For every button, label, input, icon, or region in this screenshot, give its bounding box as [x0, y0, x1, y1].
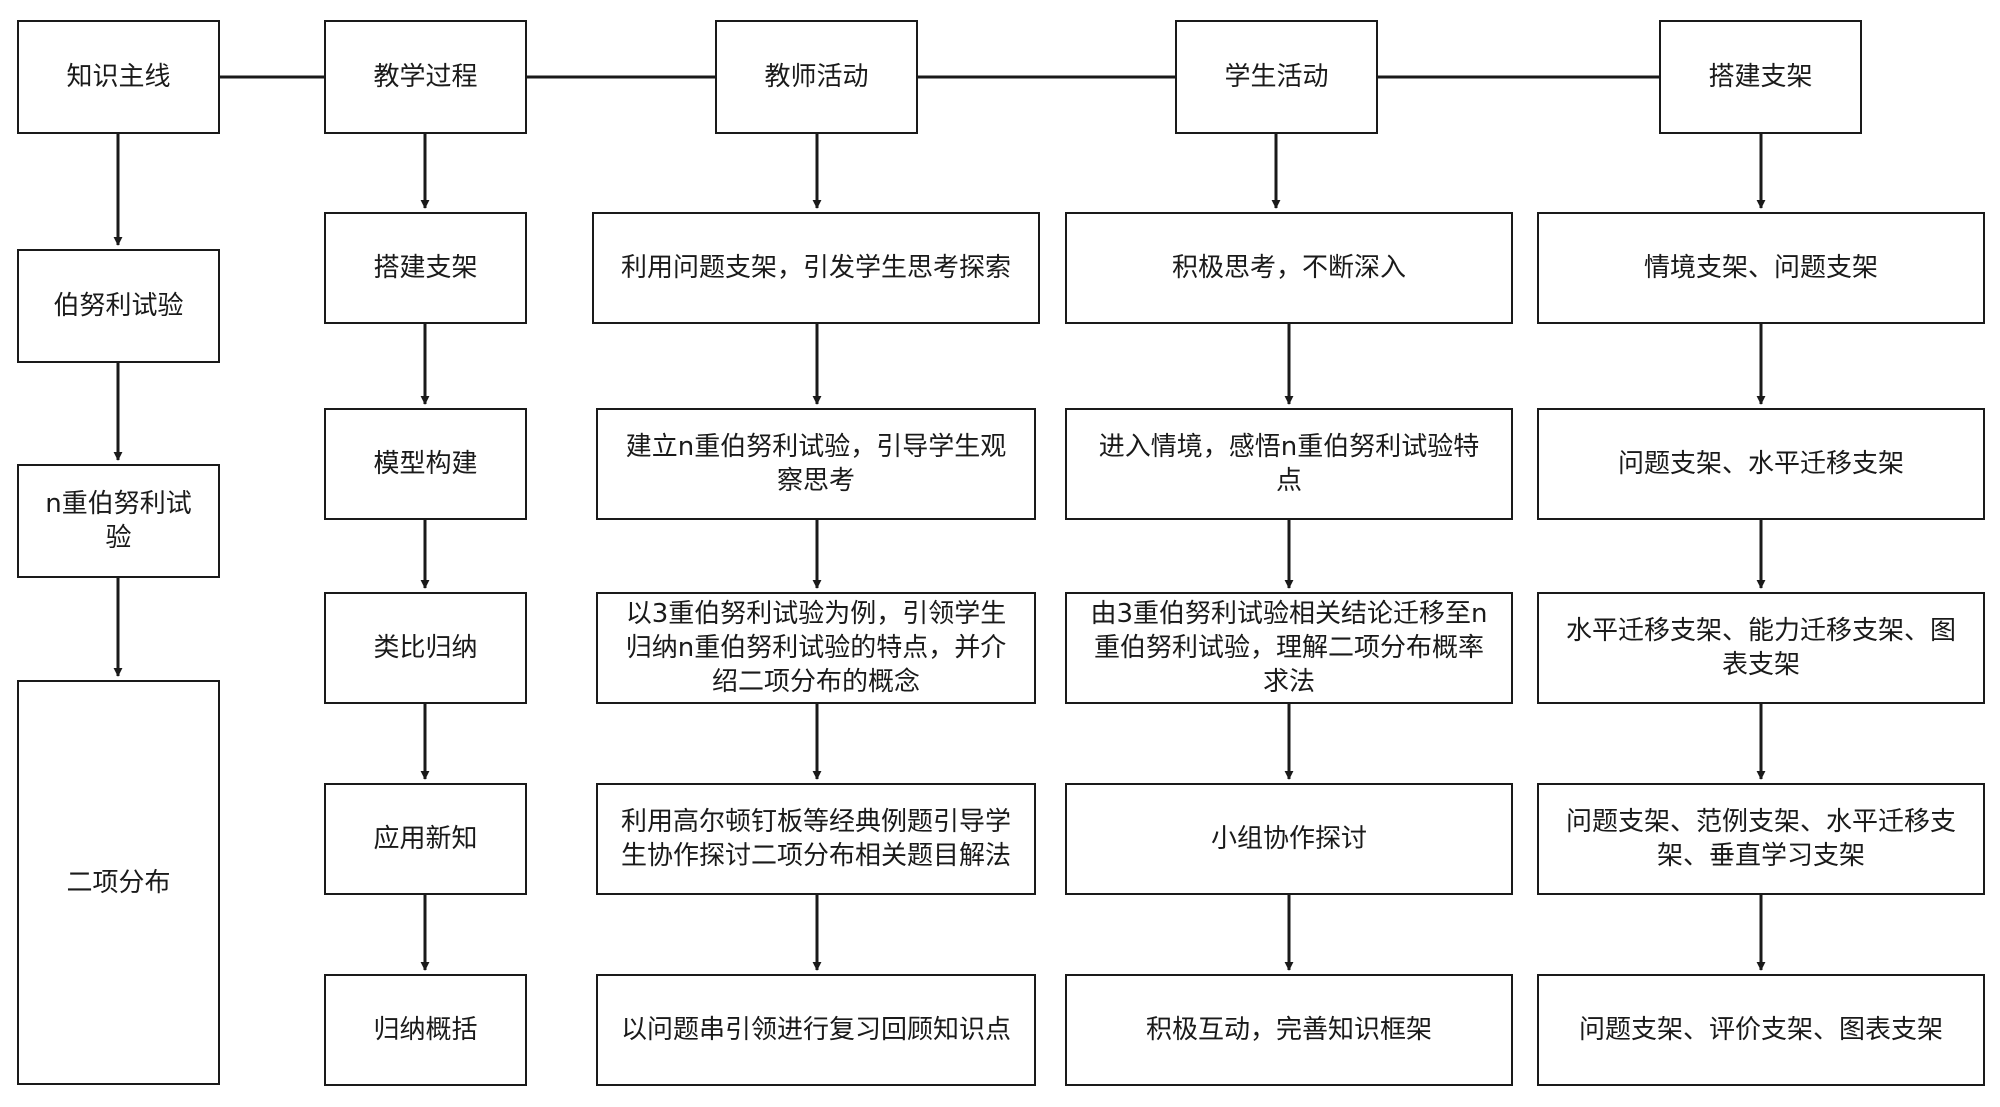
- student-activity-5: 积极互动，完善知识框架: [1065, 974, 1513, 1086]
- teacher-activity-3: 以3重伯努利试验为例，引领学生归纳n重伯努利试验的特点，并介绍二项分布的概念: [596, 592, 1036, 704]
- header-build-scaffold: 搭建支架: [1659, 20, 1862, 134]
- teaching-step-3: 类比归纳: [324, 592, 527, 704]
- teaching-step-5: 归纳概括: [324, 974, 527, 1086]
- header-knowledge-mainline: 知识主线: [17, 20, 220, 134]
- teacher-activity-4: 利用高尔顿钉板等经典例题引导学生协作探讨二项分布相关题目解法: [596, 783, 1036, 895]
- scaffold-type-2: 问题支架、水平迁移支架: [1537, 408, 1985, 520]
- knowledge-node-binomial-distribution: 二项分布: [17, 680, 220, 1085]
- teaching-step-4: 应用新知: [324, 783, 527, 895]
- student-activity-4: 小组协作探讨: [1065, 783, 1513, 895]
- scaffold-type-1: 情境支架、问题支架: [1537, 212, 1985, 324]
- teacher-activity-2: 建立n重伯努利试验，引导学生观察思考: [596, 408, 1036, 520]
- scaffold-type-5: 问题支架、评价支架、图表支架: [1537, 974, 1985, 1086]
- teaching-step-2: 模型构建: [324, 408, 527, 520]
- student-activity-1: 积极思考，不断深入: [1065, 212, 1513, 324]
- scaffold-type-4: 问题支架、范例支架、水平迁移支架、垂直学习支架: [1537, 783, 1985, 895]
- teacher-activity-5: 以问题串引领进行复习回顾知识点: [596, 974, 1036, 1086]
- teacher-activity-1: 利用问题支架，引发学生思考探索: [592, 212, 1040, 324]
- scaffold-type-3: 水平迁移支架、能力迁移支架、图表支架: [1537, 592, 1985, 704]
- teaching-step-1: 搭建支架: [324, 212, 527, 324]
- header-teacher-activity: 教师活动: [715, 20, 918, 134]
- student-activity-3: 由3重伯努利试验相关结论迁移至n重伯努利试验，理解二项分布概率求法: [1065, 592, 1513, 704]
- header-student-activity: 学生活动: [1175, 20, 1378, 134]
- knowledge-node-n-bernoulli-trial: n重伯努利试验: [17, 464, 220, 578]
- student-activity-2: 进入情境，感悟n重伯努利试验特点: [1065, 408, 1513, 520]
- knowledge-node-bernoulli-trial: 伯努利试验: [17, 249, 220, 363]
- header-teaching-process: 教学过程: [324, 20, 527, 134]
